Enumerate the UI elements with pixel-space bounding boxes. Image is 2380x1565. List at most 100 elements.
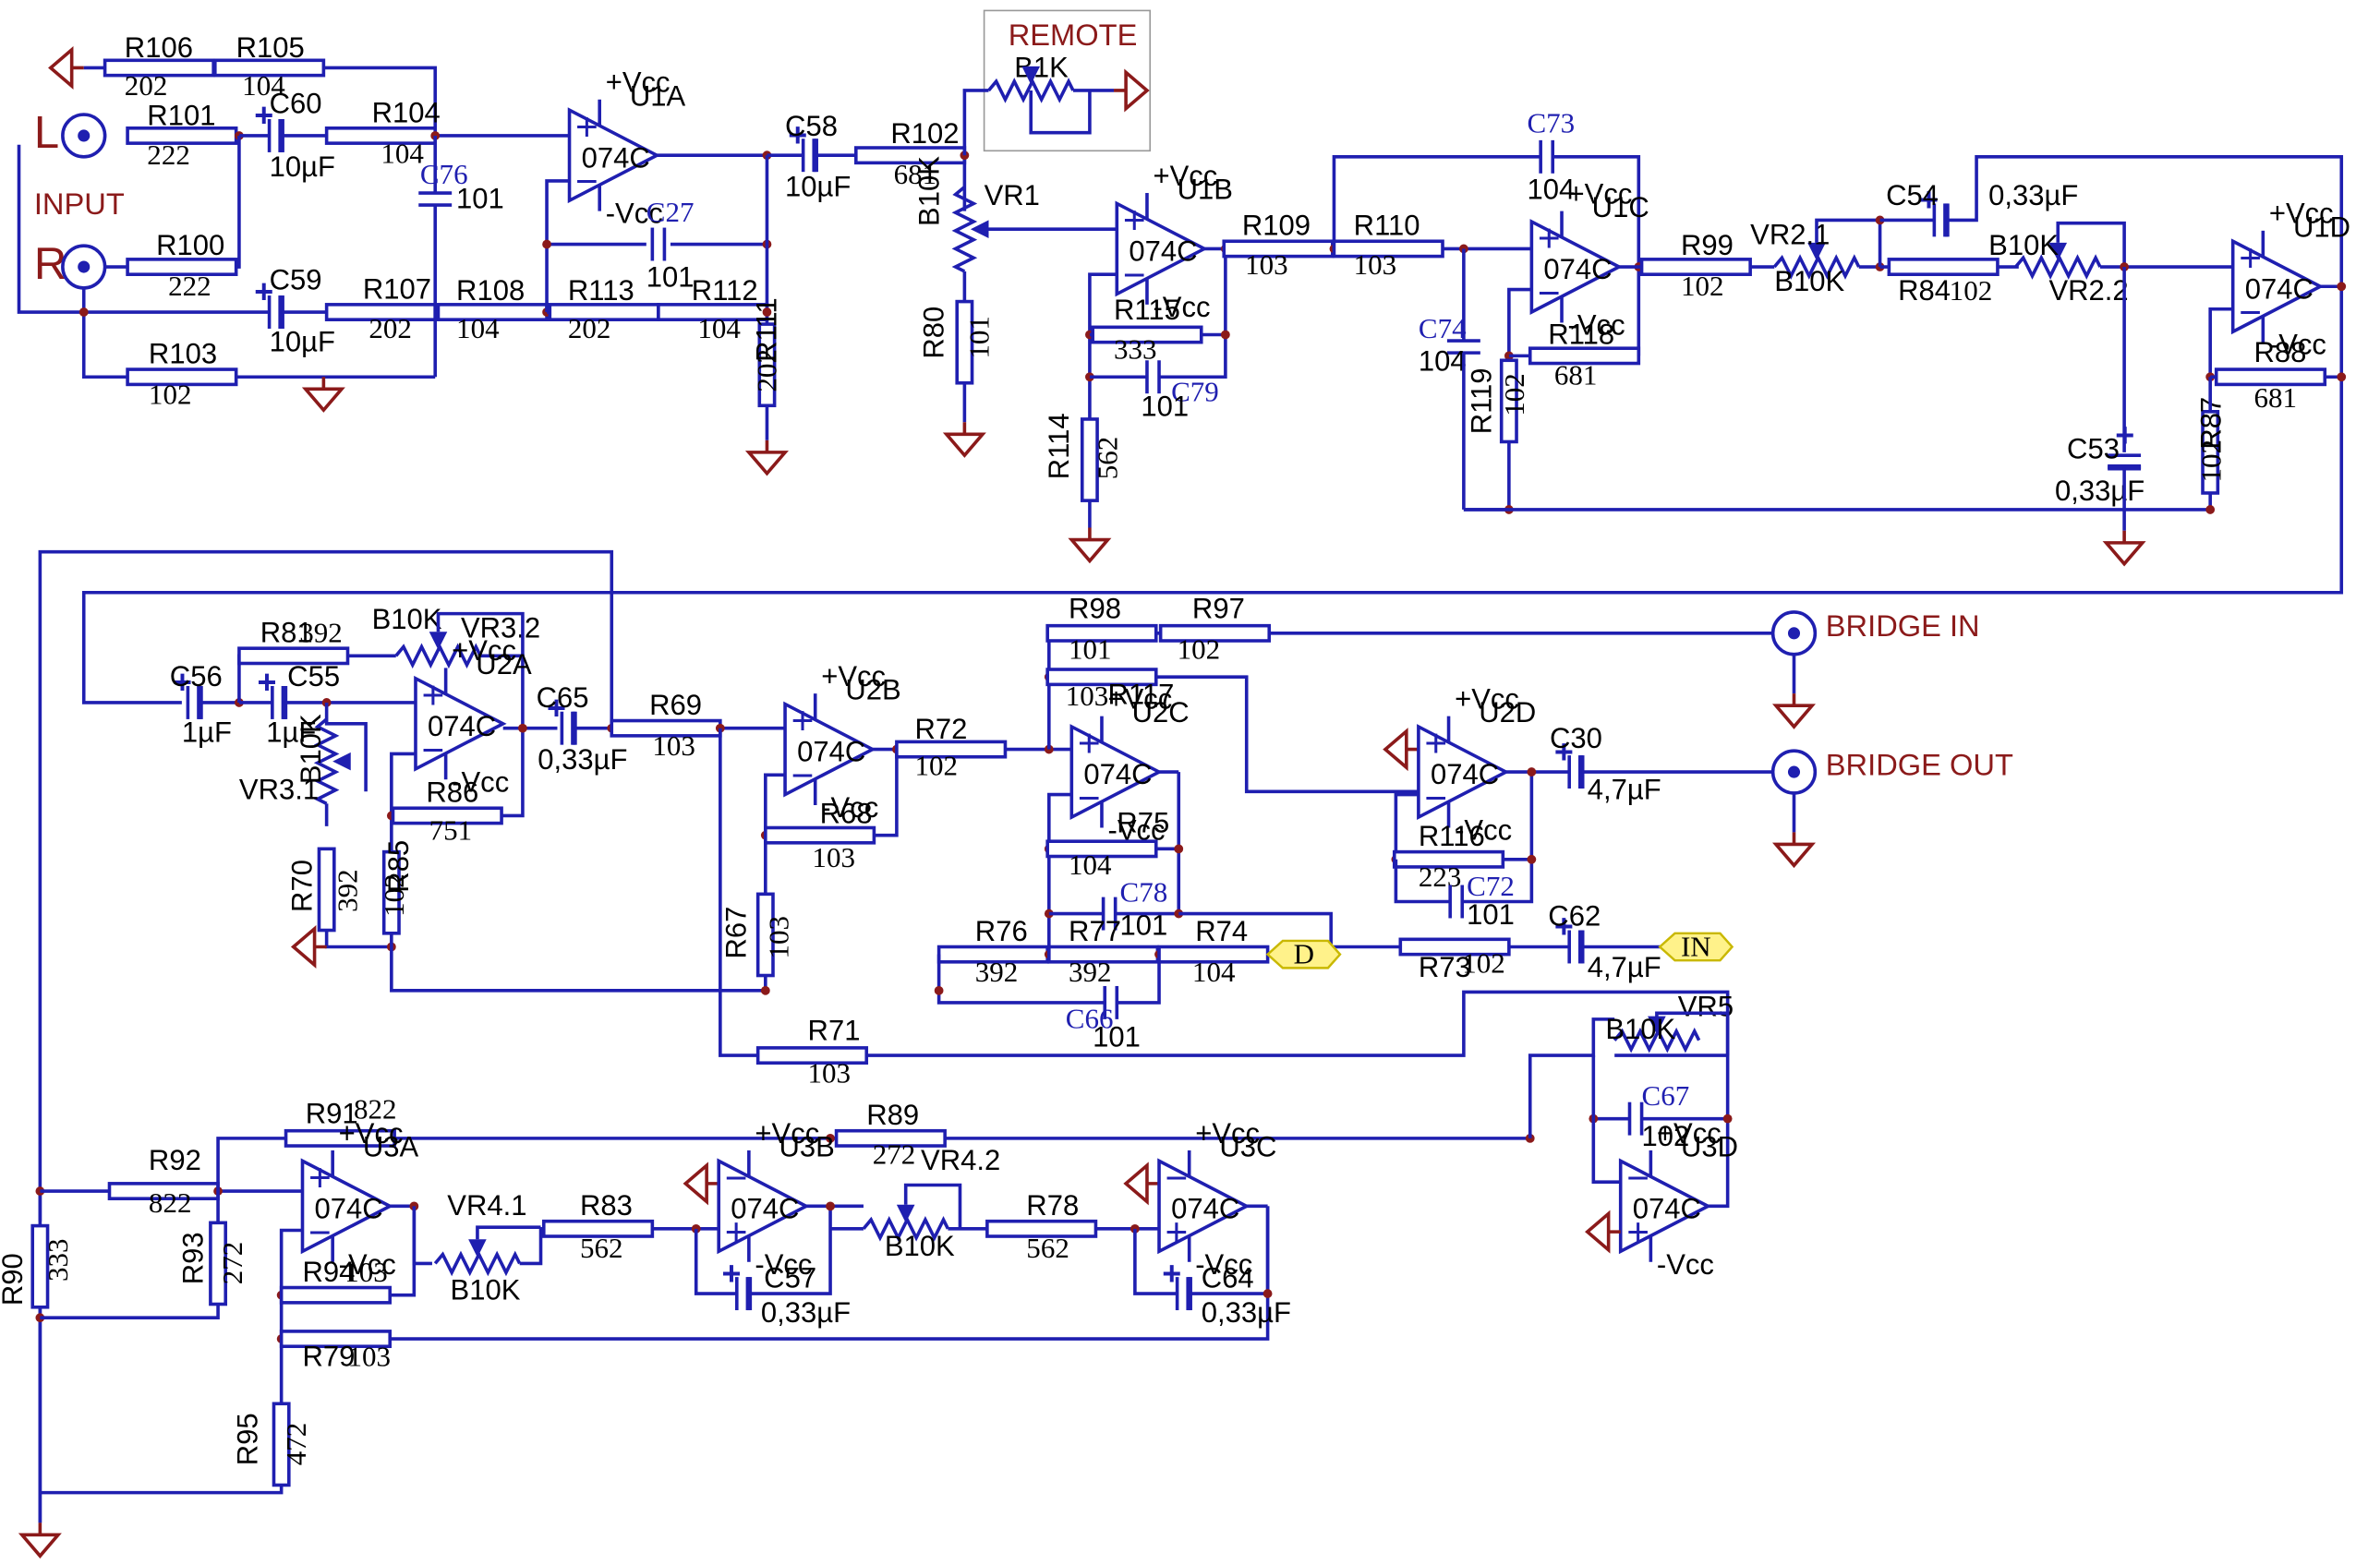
resistor-ref: R86 <box>426 776 478 809</box>
supply-positive-label: +Vcc <box>452 634 516 667</box>
capacitor-value: 0,33µF <box>2055 475 2144 507</box>
opamp-input-sign: + <box>1424 722 1447 765</box>
pot-value: B10K <box>1774 265 1844 297</box>
opamp-u3b <box>717 1150 810 1262</box>
capacitor-value: 0,33µF <box>1988 179 2078 211</box>
supply-positive-label: +Vcc <box>1195 1117 1260 1150</box>
ground-icon <box>1114 68 1150 113</box>
supply-positive-label: +Vcc <box>1455 682 1519 715</box>
opamp-u2c <box>1069 716 1163 828</box>
resistor-value: 222 <box>147 138 190 171</box>
opamp-type: 074C <box>2245 272 2314 305</box>
opamp-ref: U2B <box>845 674 900 706</box>
polarity-plus-icon: + <box>258 663 277 701</box>
resistor-ref: R98 <box>1069 593 1121 625</box>
pot-ref: VR4.1 <box>447 1189 526 1222</box>
wire <box>1508 267 1641 358</box>
resistor-value: 104 <box>242 69 285 102</box>
opamp-input-sign: − <box>1123 253 1146 296</box>
junction-dot <box>762 307 772 317</box>
supply-negative-label: -Vcc <box>1455 814 1512 847</box>
jack-center-icon <box>1787 627 1801 640</box>
opamp-body <box>1069 724 1163 821</box>
capacitor-value: 10µF <box>270 150 335 183</box>
opamp-body <box>1529 219 1623 315</box>
pot-ref: VR1 <box>985 179 1040 211</box>
pot-ref: VR3.2 <box>461 612 540 644</box>
wire <box>1047 792 1072 955</box>
opamp-input-sign: − <box>791 753 815 797</box>
opamp-type: 074C <box>1543 253 1612 285</box>
resistor-value: 103 <box>1066 680 1109 712</box>
resistor-value: 102 <box>1498 373 1530 416</box>
wire <box>391 728 525 818</box>
bridge-out-label: BRIDGE OUT <box>1826 747 2013 781</box>
capacitor-ref: C54 <box>1886 179 1939 211</box>
resistor-ref: R89 <box>866 1099 919 1131</box>
resistor-ref: R101 <box>147 100 215 132</box>
capacitor-ref: C74 <box>1419 312 1467 344</box>
wire <box>1394 859 1534 904</box>
wire <box>1593 1116 1730 1209</box>
wire <box>1394 792 1419 860</box>
wire <box>480 654 525 728</box>
wire <box>17 144 84 314</box>
supply-negative-label: -Vcc <box>1153 291 1210 323</box>
opamp-body <box>414 675 507 772</box>
resistor-value: 223 <box>1419 861 1462 893</box>
supply-negative-label: -Vcc <box>821 791 878 824</box>
junction-dot <box>1527 854 1537 864</box>
ground-icon <box>744 439 789 476</box>
resistor-value: 102 <box>378 873 410 917</box>
capacitor-value: 101 <box>1141 391 1189 423</box>
capacitor-value: 104 <box>1527 174 1575 206</box>
resistor-value: 272 <box>873 1138 916 1171</box>
capacitor-ref: C73 <box>1527 107 1575 139</box>
resistor-value: 101 <box>1069 633 1112 666</box>
resistor-ref: R105 <box>236 31 305 64</box>
resistor-ref: R99 <box>1681 229 1734 261</box>
resistor-value: 392 <box>1069 956 1112 988</box>
junction-dot <box>1722 1114 1733 1124</box>
resistor-value: 681 <box>2254 381 2298 414</box>
capacitor-value: 4,7µF <box>1588 951 1661 983</box>
resistor-value: 392 <box>975 956 1019 988</box>
polarity-plus-icon: + <box>2115 415 2134 453</box>
ground-icon <box>301 377 345 413</box>
resistor-value: 104 <box>456 312 500 344</box>
resistor-value: 202 <box>568 312 611 344</box>
capacitor-value: 101 <box>646 260 695 293</box>
resistor-value: 104 <box>697 312 741 344</box>
resistor-ref: R106 <box>125 31 193 64</box>
resistor-value: 202 <box>125 69 168 102</box>
resistor-value: 102 <box>2195 439 2228 483</box>
wire <box>1552 155 1641 268</box>
capacitor-ref: C58 <box>785 110 838 142</box>
capacitor-ref: C30 <box>1550 722 1602 754</box>
junction-dot <box>1174 844 1184 854</box>
supply-positive-label: +Vcc <box>2269 198 2334 230</box>
pot-value: B10K <box>913 156 946 226</box>
jack-center-icon <box>1787 765 1801 778</box>
polarity-plus-icon: + <box>254 272 273 310</box>
junction-dot <box>934 985 944 995</box>
ground-icon <box>1123 1162 1160 1206</box>
resistor-value: 202 <box>368 312 412 344</box>
opamp-input-sign: − <box>2239 291 2262 334</box>
capacitor-value: 0,33µF <box>1202 1296 1291 1329</box>
junction-dot <box>826 1201 835 1211</box>
resistor-ref: R74 <box>1195 915 1248 947</box>
supply-positive-label: +Vcc <box>1108 682 1173 715</box>
capacitor-ref: C27 <box>646 196 695 228</box>
wire <box>324 702 368 792</box>
resistor-ref: R117 <box>1108 679 1175 711</box>
resistor-ref: R69 <box>649 689 702 721</box>
opamp-ref: U3C <box>1219 1130 1276 1162</box>
resistor-value: 103 <box>762 916 794 959</box>
polarity-plus-icon: + <box>1554 732 1574 770</box>
capacitor-ref: C55 <box>287 660 340 692</box>
resistor-value: 392 <box>299 617 343 649</box>
junction-dot <box>2337 282 2347 292</box>
jack-center-icon <box>78 260 91 273</box>
ground-icon <box>1771 693 1816 729</box>
